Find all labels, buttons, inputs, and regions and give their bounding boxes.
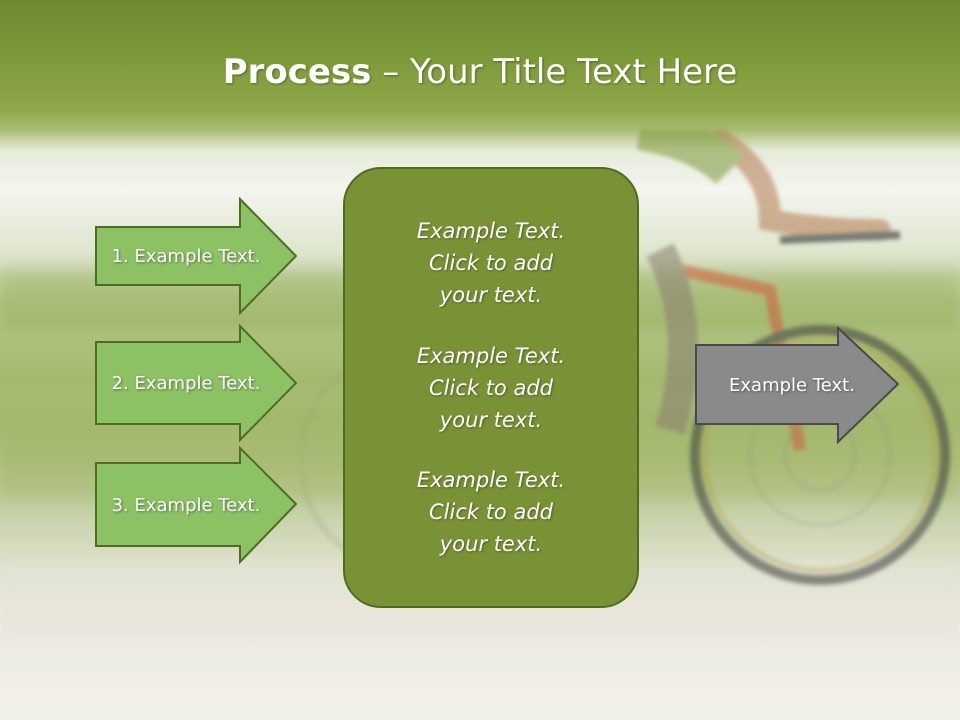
step-arrow-label: 2. Example Text.	[111, 372, 261, 394]
result-arrow[interactable]: Example Text.	[694, 326, 900, 444]
arrow-shape-icon	[95, 197, 298, 315]
step-arrow-3[interactable]: 3. Example Text.	[94, 446, 298, 564]
page-title: Process – Your Title Text Here	[0, 52, 960, 92]
center-content-box[interactable]: Example Text. Click to add your text. Ex…	[343, 167, 639, 608]
title-rest: – Your Title Text Here	[371, 52, 738, 92]
arrow-shape-icon	[95, 324, 298, 442]
title-bold: Process	[222, 52, 372, 92]
arrow-shape-icon	[95, 446, 298, 564]
step-arrow-label: 1. Example Text.	[111, 245, 261, 267]
center-text-block-2[interactable]: Example Text. Click to add your text.	[416, 343, 566, 432]
step-arrow-1[interactable]: 1. Example Text.	[94, 197, 298, 315]
step-arrow-label: 3. Example Text.	[111, 494, 261, 516]
result-arrow-label: Example Text.	[729, 374, 855, 396]
step-arrow-2[interactable]: 2. Example Text.	[94, 324, 298, 442]
arrow-shape-icon	[695, 326, 900, 444]
center-text-block-3[interactable]: Example Text. Click to add your text.	[416, 467, 566, 556]
center-text-block-1[interactable]: Example Text. Click to add your text.	[416, 219, 566, 308]
